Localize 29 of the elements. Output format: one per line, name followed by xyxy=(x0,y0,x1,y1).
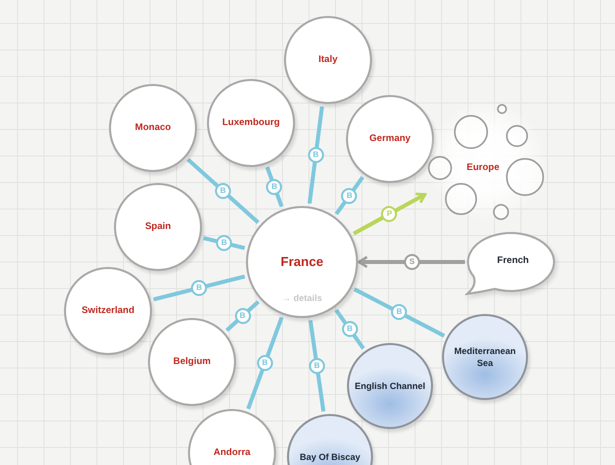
connector-line xyxy=(246,316,284,410)
connector-line xyxy=(203,236,246,250)
node-label: French xyxy=(497,255,529,267)
connector-line xyxy=(153,274,246,302)
connector-line xyxy=(225,300,260,332)
node-label: Bay Of Biscay xyxy=(300,451,360,463)
node-label: Andorra xyxy=(214,447,250,459)
node-label: Germany xyxy=(369,133,411,145)
arrow xyxy=(352,192,426,236)
node-label: English Channel xyxy=(354,380,426,392)
connector-line xyxy=(353,287,446,338)
connector-line xyxy=(334,308,365,350)
node-label: Europe xyxy=(466,162,500,174)
connector-line xyxy=(308,320,326,412)
speech-bubble xyxy=(465,230,557,296)
node-label: Switzerland xyxy=(82,305,134,317)
connector-line xyxy=(265,166,284,208)
arrow xyxy=(358,256,465,268)
node-label: Monaco xyxy=(135,122,171,134)
details-link: → details xyxy=(282,292,322,304)
node-label: Mediterranean Sea xyxy=(453,345,517,369)
node-label: France xyxy=(280,254,324,270)
node-label: Spain xyxy=(145,221,171,233)
node-label: Belgium xyxy=(173,356,211,368)
node-label: Italy xyxy=(318,54,338,66)
node-label: Luxembourg xyxy=(222,117,280,129)
connector-line xyxy=(334,176,364,216)
connector-line xyxy=(186,158,260,224)
connector-line xyxy=(308,106,324,204)
